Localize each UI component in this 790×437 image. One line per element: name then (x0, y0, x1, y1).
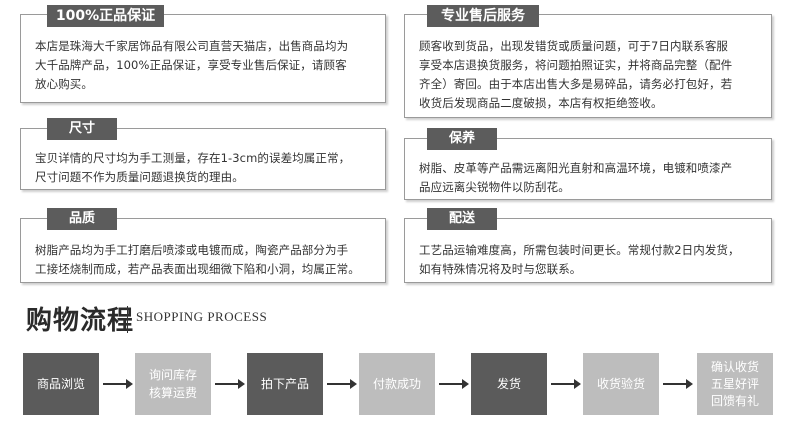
guarantee-line: 大千品牌产品，100%正品保证，享受专业售后保证，请顾客 (35, 58, 347, 72)
process-divider (127, 306, 128, 333)
step-label: 核算运费 (148, 386, 197, 400)
size-line: 宝贝详情的尺寸均为手工测量，存在1-3cm的误差均属正常， (35, 151, 351, 165)
step-inspect: 收货验货 (583, 353, 659, 415)
process-title: 购物流程 (26, 306, 135, 336)
quality-line: 树脂产品均为手工打磨后喷漆或电镀而成，陶瓷产品部分为手 (35, 243, 349, 257)
size-line: 尺寸问题不作为质量问题退换货的理由。 (35, 170, 244, 184)
care-tab: 保养 (427, 128, 497, 150)
shipping-line: 工艺品运输难度高，所需包装时间更长。常规付款2日内发货， (419, 243, 740, 257)
step-ship: 发货 (471, 353, 547, 415)
step-confirm: 确认收货 五星好评 回馈有礼 (697, 353, 773, 415)
guarantee-tab: 100%正品保证 (47, 5, 164, 27)
after-sales-line: 齐全）寄回。由于本店出售大多是易碎品，请务必打包好，若 (419, 77, 733, 91)
step-label: 五星好评 (710, 376, 759, 391)
process-subtitle: SHOPPING PROCESS (136, 309, 268, 324)
step-label: 回馈有礼 (710, 393, 759, 408)
after-sales-box: 顾客收到货品，出现发错货或质量问题，可于7日内联系客服 享受本店退换货服务，将问… (404, 14, 772, 118)
guarantee-line: 本店是珠海大千家居饰品有限公司直营天猫店，出售商品均为 (35, 39, 349, 53)
guarantee-text: 本店是珠海大千家居饰品有限公司直营天猫店，出售商品均为 大千品牌产品，100%正… (35, 37, 373, 94)
step-label: 拍下产品 (260, 377, 309, 391)
quality-line: 工接坯烧制而成，若产品表面出现细微下陷和小洞，均属正常。 (35, 262, 360, 276)
quality-text: 树脂产品均为手工打磨后喷漆或电镀而成，陶瓷产品部分为手 工接坯烧制而成，若产品表… (35, 241, 373, 279)
step-inquire: 询问库存 核算运费 (135, 353, 211, 415)
guarantee-box: 本店是珠海大千家居饰品有限公司直营天猫店，出售商品均为 大千品牌产品，100%正… (20, 14, 386, 103)
arrow-icon (663, 379, 693, 389)
care-line: 品应远离尖锐物件以防刮花。 (419, 180, 570, 194)
after-sales-line: 享受本店退换货服务，将问题拍照证实，并将商品完整（配件 (419, 58, 733, 72)
after-sales-text: 顾客收到货品，出现发错货或质量问题，可于7日内联系客服 享受本店退换货服务，将问… (419, 37, 759, 113)
step-label: 发货 (496, 377, 521, 391)
step-label: 确认收货 (710, 359, 759, 374)
shipping-text: 工艺品运输难度高，所需包装时间更长。常规付款2日内发货， 如有特殊情况将及时与您… (419, 241, 759, 279)
quality-tab: 品质 (47, 208, 117, 230)
step-paid: 付款成功 (359, 353, 435, 415)
step-label: 商品浏览 (36, 377, 85, 391)
step-label: 询问库存 (148, 368, 197, 382)
step-label: 收货验货 (596, 377, 645, 391)
after-sales-line: 顾客收到货品，出现发错货或质量问题，可于7日内联系客服 (419, 39, 729, 53)
size-tab: 尺寸 (47, 118, 117, 140)
arrow-icon (215, 379, 245, 389)
step-label: 付款成功 (372, 377, 421, 391)
size-text: 宝贝详情的尺寸均为手工测量，存在1-3cm的误差均属正常， 尺寸问题不作为质量问… (35, 149, 373, 187)
after-sales-tab: 专业售后服务 (427, 5, 539, 27)
size-box: 宝贝详情的尺寸均为手工测量，存在1-3cm的误差均属正常， 尺寸问题不作为质量问… (20, 128, 386, 190)
arrow-icon (103, 379, 133, 389)
care-line: 树脂、皮革等产品需远离阳光直射和高温环境，电镀和喷漆产 (419, 161, 733, 175)
arrow-icon (551, 379, 581, 389)
arrow-icon (439, 379, 469, 389)
care-box: 树脂、皮革等产品需远离阳光直射和高温环境，电镀和喷漆产 品应远离尖锐物件以防刮花… (404, 138, 772, 200)
step-order: 拍下产品 (247, 353, 323, 415)
shipping-tab: 配送 (427, 208, 497, 230)
shipping-line: 如有特殊情况将及时与您联系。 (419, 262, 582, 276)
guarantee-line: 放心购买。 (35, 77, 93, 91)
care-text: 树脂、皮革等产品需远离阳光直射和高温环境，电镀和喷漆产 品应远离尖锐物件以防刮花… (419, 159, 759, 197)
arrow-icon (327, 379, 357, 389)
step-browse: 商品浏览 (23, 353, 99, 415)
after-sales-line: 收货后发现商品二度破损，本店有权拒绝签收。 (419, 96, 663, 110)
